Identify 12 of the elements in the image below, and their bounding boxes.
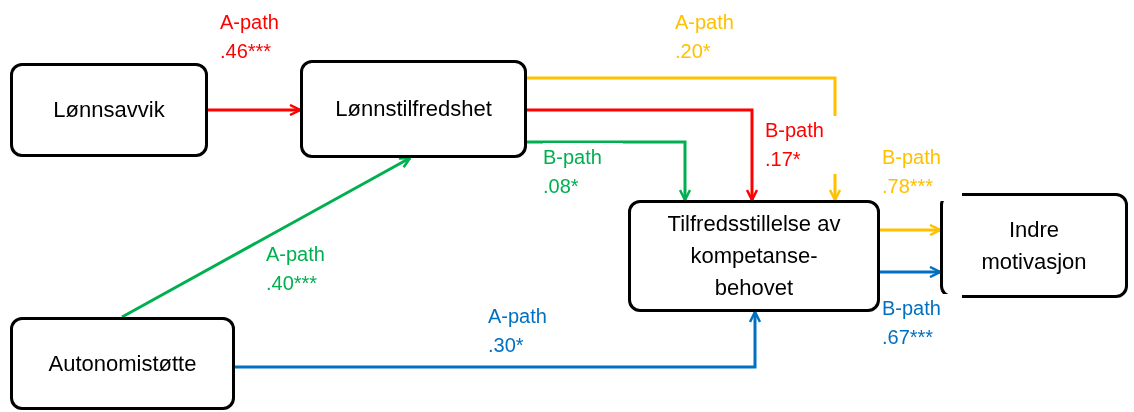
process-box: Lønnstilfredshet — [300, 60, 527, 158]
arrow — [121, 156, 412, 319]
arrow — [527, 140, 692, 202]
process-box: Tilfredsstillelse av kompetanse-behovet — [628, 200, 880, 312]
arrow — [235, 310, 762, 369]
process-box: Autonomistøtte — [10, 317, 235, 410]
arrow — [208, 103, 302, 117]
arrow — [880, 265, 942, 279]
process-box: Indre motivasjon — [940, 193, 1128, 298]
process-box: Lønnsavvik — [10, 63, 208, 157]
arrow — [880, 223, 942, 237]
arrow — [527, 108, 759, 202]
